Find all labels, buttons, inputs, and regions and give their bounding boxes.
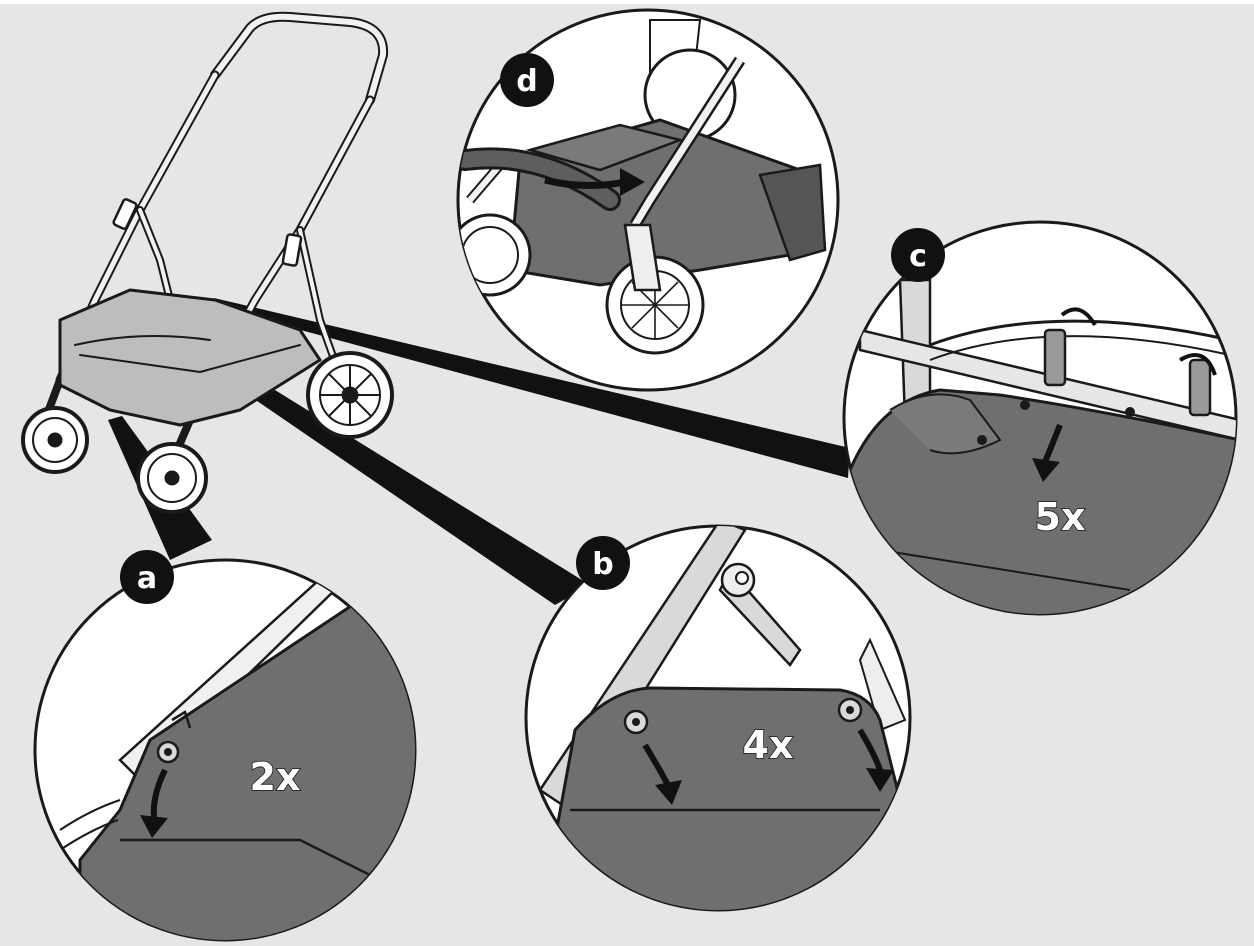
stroller-wheel [136, 442, 208, 514]
count-label-a: 2x [250, 755, 301, 799]
detail-circle-d: d [456, 8, 840, 392]
count-label-b: 4x [743, 723, 794, 767]
top-edge [0, 0, 1254, 4]
leader-line-b [165, 330, 590, 605]
pull-arrow-icon [642, 743, 671, 787]
step-badge-a [120, 550, 174, 604]
step-label-c: c [909, 239, 927, 274]
leader-line-c [208, 298, 850, 478]
fold-arrow-icon [1060, 307, 1097, 327]
stroller-overview [21, 11, 394, 514]
detail-circle-c: c 5x [842, 220, 1238, 616]
stroller-wheel [21, 406, 89, 474]
pull-arrow-icon [857, 728, 883, 771]
step-label-d: d [516, 64, 537, 99]
pull-arrow-icon [1042, 423, 1063, 464]
detail-circle-b: b 4x [524, 524, 912, 912]
step-label-a: a [137, 561, 157, 596]
push-arrow-icon [544, 176, 626, 190]
step-badge-c [891, 228, 945, 282]
fold-arrow-icon [1178, 353, 1217, 376]
detail-circle-a: a 2x [33, 550, 417, 942]
stroller-basket [58, 288, 322, 427]
basket-fabric-b [538, 686, 910, 910]
stroller-wheel [306, 351, 394, 439]
count-label-c: 5x [1035, 495, 1086, 539]
step-label-b: b [592, 547, 613, 582]
step-badge-b [576, 536, 630, 590]
step-badge-d [500, 53, 554, 107]
